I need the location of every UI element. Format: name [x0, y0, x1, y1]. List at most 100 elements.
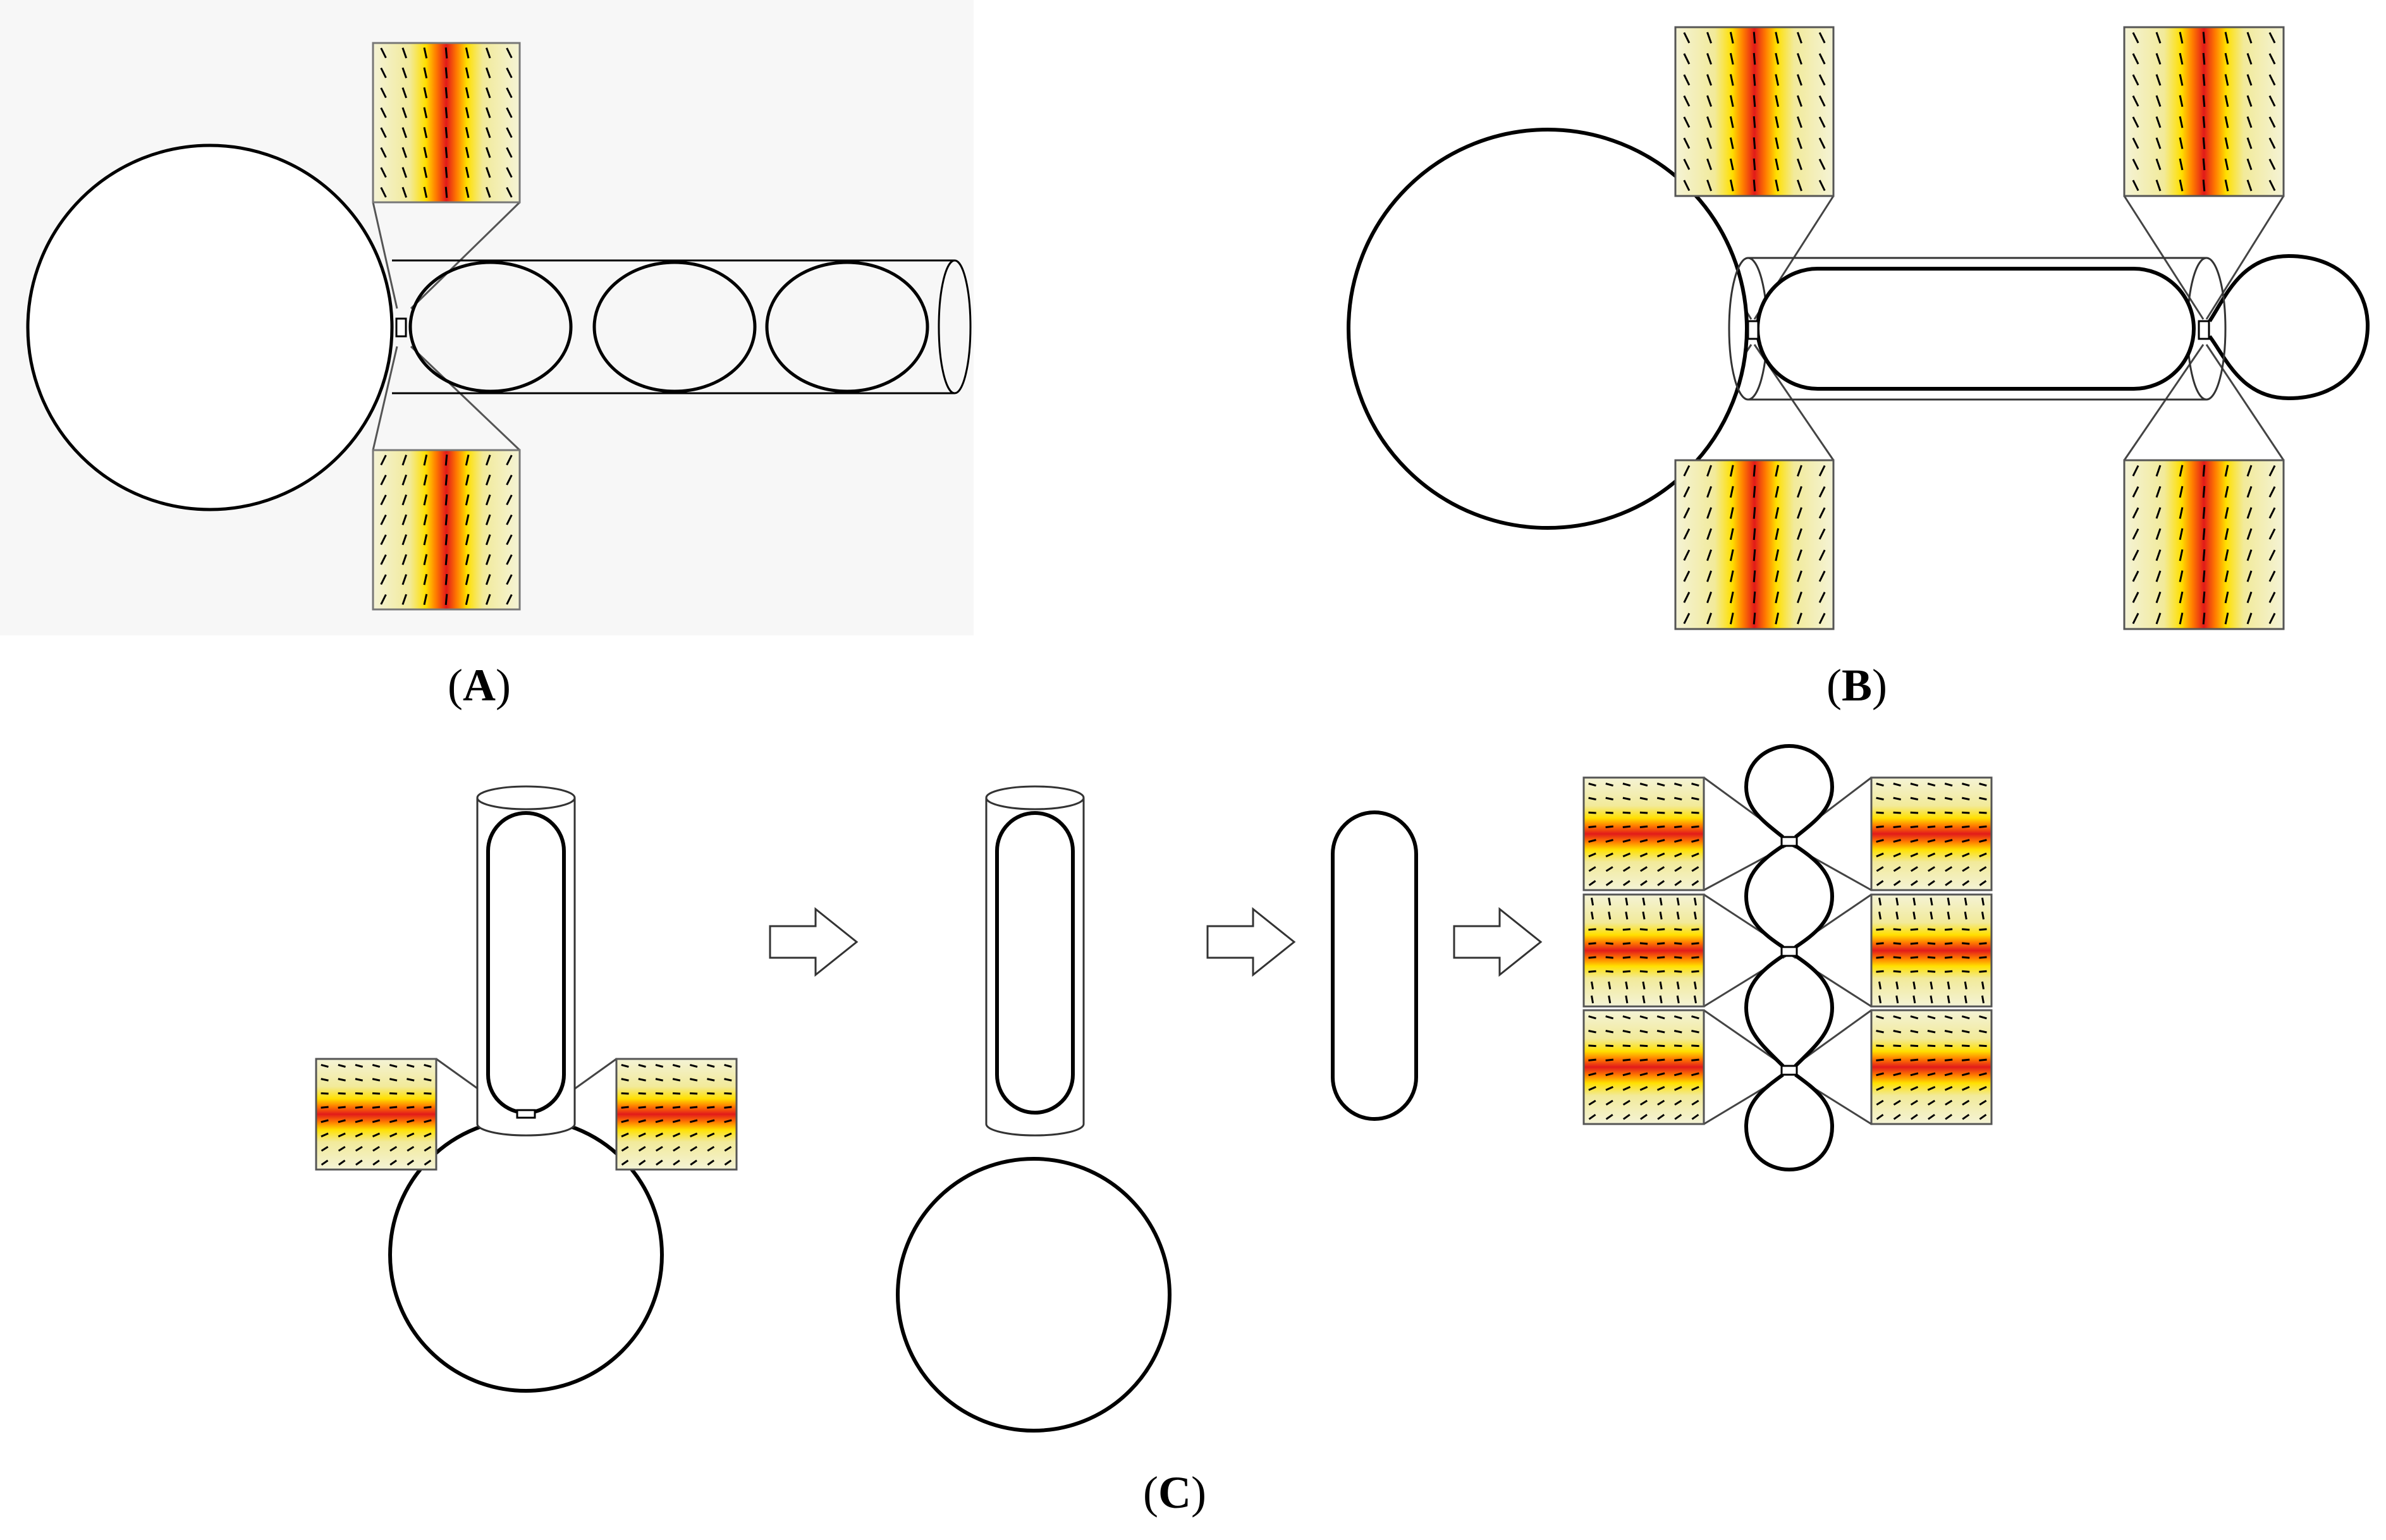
director-dash [1605, 880, 1613, 886]
director-dash [707, 1063, 715, 1068]
director-dash [2155, 486, 2162, 498]
panel-a-zoom-lines [372, 201, 521, 451]
director-dash [1691, 880, 1699, 886]
director-dash [1944, 1085, 1953, 1091]
director-dash [2268, 507, 2276, 519]
director-dash [2202, 465, 2206, 477]
director-dash [1729, 52, 1734, 65]
director-dash [1893, 928, 1901, 931]
director-dash [444, 47, 448, 59]
director-dash [1796, 32, 1802, 44]
director-dash [2224, 74, 2229, 86]
director-dash [424, 1119, 432, 1123]
director-dash [485, 147, 491, 158]
panel-b-large-vesicle [1347, 128, 1749, 530]
director-dash [1753, 549, 1756, 561]
director-dash [401, 147, 408, 158]
director-dash [1979, 825, 1987, 828]
director-dash [2268, 570, 2276, 582]
director-dash [1927, 783, 1936, 787]
director-dash [380, 574, 387, 585]
director-dash [401, 534, 408, 546]
director-dash [1962, 852, 1970, 858]
director-dash [1656, 1030, 1665, 1034]
director-dash [1640, 1113, 1648, 1120]
director-dash [2179, 137, 2184, 149]
director-dash [621, 1132, 629, 1138]
director-dash [1928, 1113, 1935, 1120]
director-dash [673, 1146, 680, 1152]
director-dash [1591, 911, 1594, 920]
director-dash [1674, 880, 1682, 886]
director-dash [465, 166, 470, 178]
director-dash [1622, 1099, 1630, 1106]
director-dash [2179, 52, 2184, 65]
director-dash [672, 1092, 681, 1095]
director-dash [1683, 613, 1691, 625]
director-dash [1979, 866, 1987, 872]
director-dash [1676, 981, 1680, 990]
director-dash [2246, 95, 2253, 107]
director-dash [1639, 1072, 1648, 1077]
director-dash [465, 126, 470, 138]
director-dash [673, 1159, 680, 1166]
director-dash [444, 474, 448, 486]
director-dash [1775, 179, 1780, 192]
panel-c-step-2 [896, 785, 1172, 1433]
director-dash [1878, 981, 1882, 990]
director-dash [1910, 1072, 1919, 1077]
director-dash [372, 1063, 381, 1068]
director-dash [1964, 911, 1967, 920]
director-dash [1639, 942, 1648, 945]
director-dash [465, 494, 470, 506]
director-dash [1642, 981, 1646, 990]
director-dash [689, 1119, 698, 1123]
director-dash [1796, 465, 1802, 477]
director-dash [1753, 32, 1756, 44]
director-dash [1893, 811, 1901, 814]
director-dash [1893, 866, 1901, 872]
director-dash [1729, 486, 1734, 498]
director-dash [1775, 528, 1780, 541]
director-dash [724, 1106, 732, 1109]
panel-c-pearl-chain [1744, 743, 1835, 1172]
director-dash [1944, 1072, 1953, 1077]
director-dash [1876, 956, 1884, 959]
director-dash [2224, 116, 2229, 128]
director-dash [1893, 1072, 1902, 1077]
director-dash [401, 455, 408, 466]
director-dash [1775, 465, 1780, 477]
director-dash [1639, 839, 1648, 843]
director-dash [1706, 549, 1713, 561]
director-dash [2132, 180, 2139, 192]
director-dash [1910, 811, 1919, 814]
director-dash [1964, 981, 1967, 990]
director-dash [1893, 970, 1901, 973]
director-dash [2179, 179, 2184, 192]
director-dash [1605, 866, 1613, 872]
director-dash [1876, 866, 1884, 872]
director-dash [1683, 159, 1691, 170]
director-dash [1928, 880, 1935, 886]
director-dash [1927, 1015, 1936, 1020]
panel-b-label: (B) [1826, 660, 1887, 711]
director-dash [1729, 612, 1734, 625]
panel-b-neck-right [2198, 320, 2210, 340]
director-dash [2246, 116, 2253, 128]
director-dash [655, 1132, 663, 1138]
director-dash [1876, 1030, 1884, 1034]
pearl-2 [1744, 844, 1835, 949]
director-dash [1876, 1072, 1884, 1077]
director-dash [506, 47, 513, 59]
director-dash [401, 594, 408, 605]
director-dash [1962, 811, 1970, 814]
director-dash [621, 1106, 629, 1109]
director-dash [1930, 981, 1933, 990]
director-dash [380, 554, 387, 565]
director-dash [1656, 852, 1665, 858]
director-dash [1775, 116, 1780, 128]
director-dash [1605, 825, 1613, 828]
director-dash [424, 1106, 432, 1109]
director-dash [1945, 880, 1953, 886]
director-dash [1656, 970, 1665, 973]
